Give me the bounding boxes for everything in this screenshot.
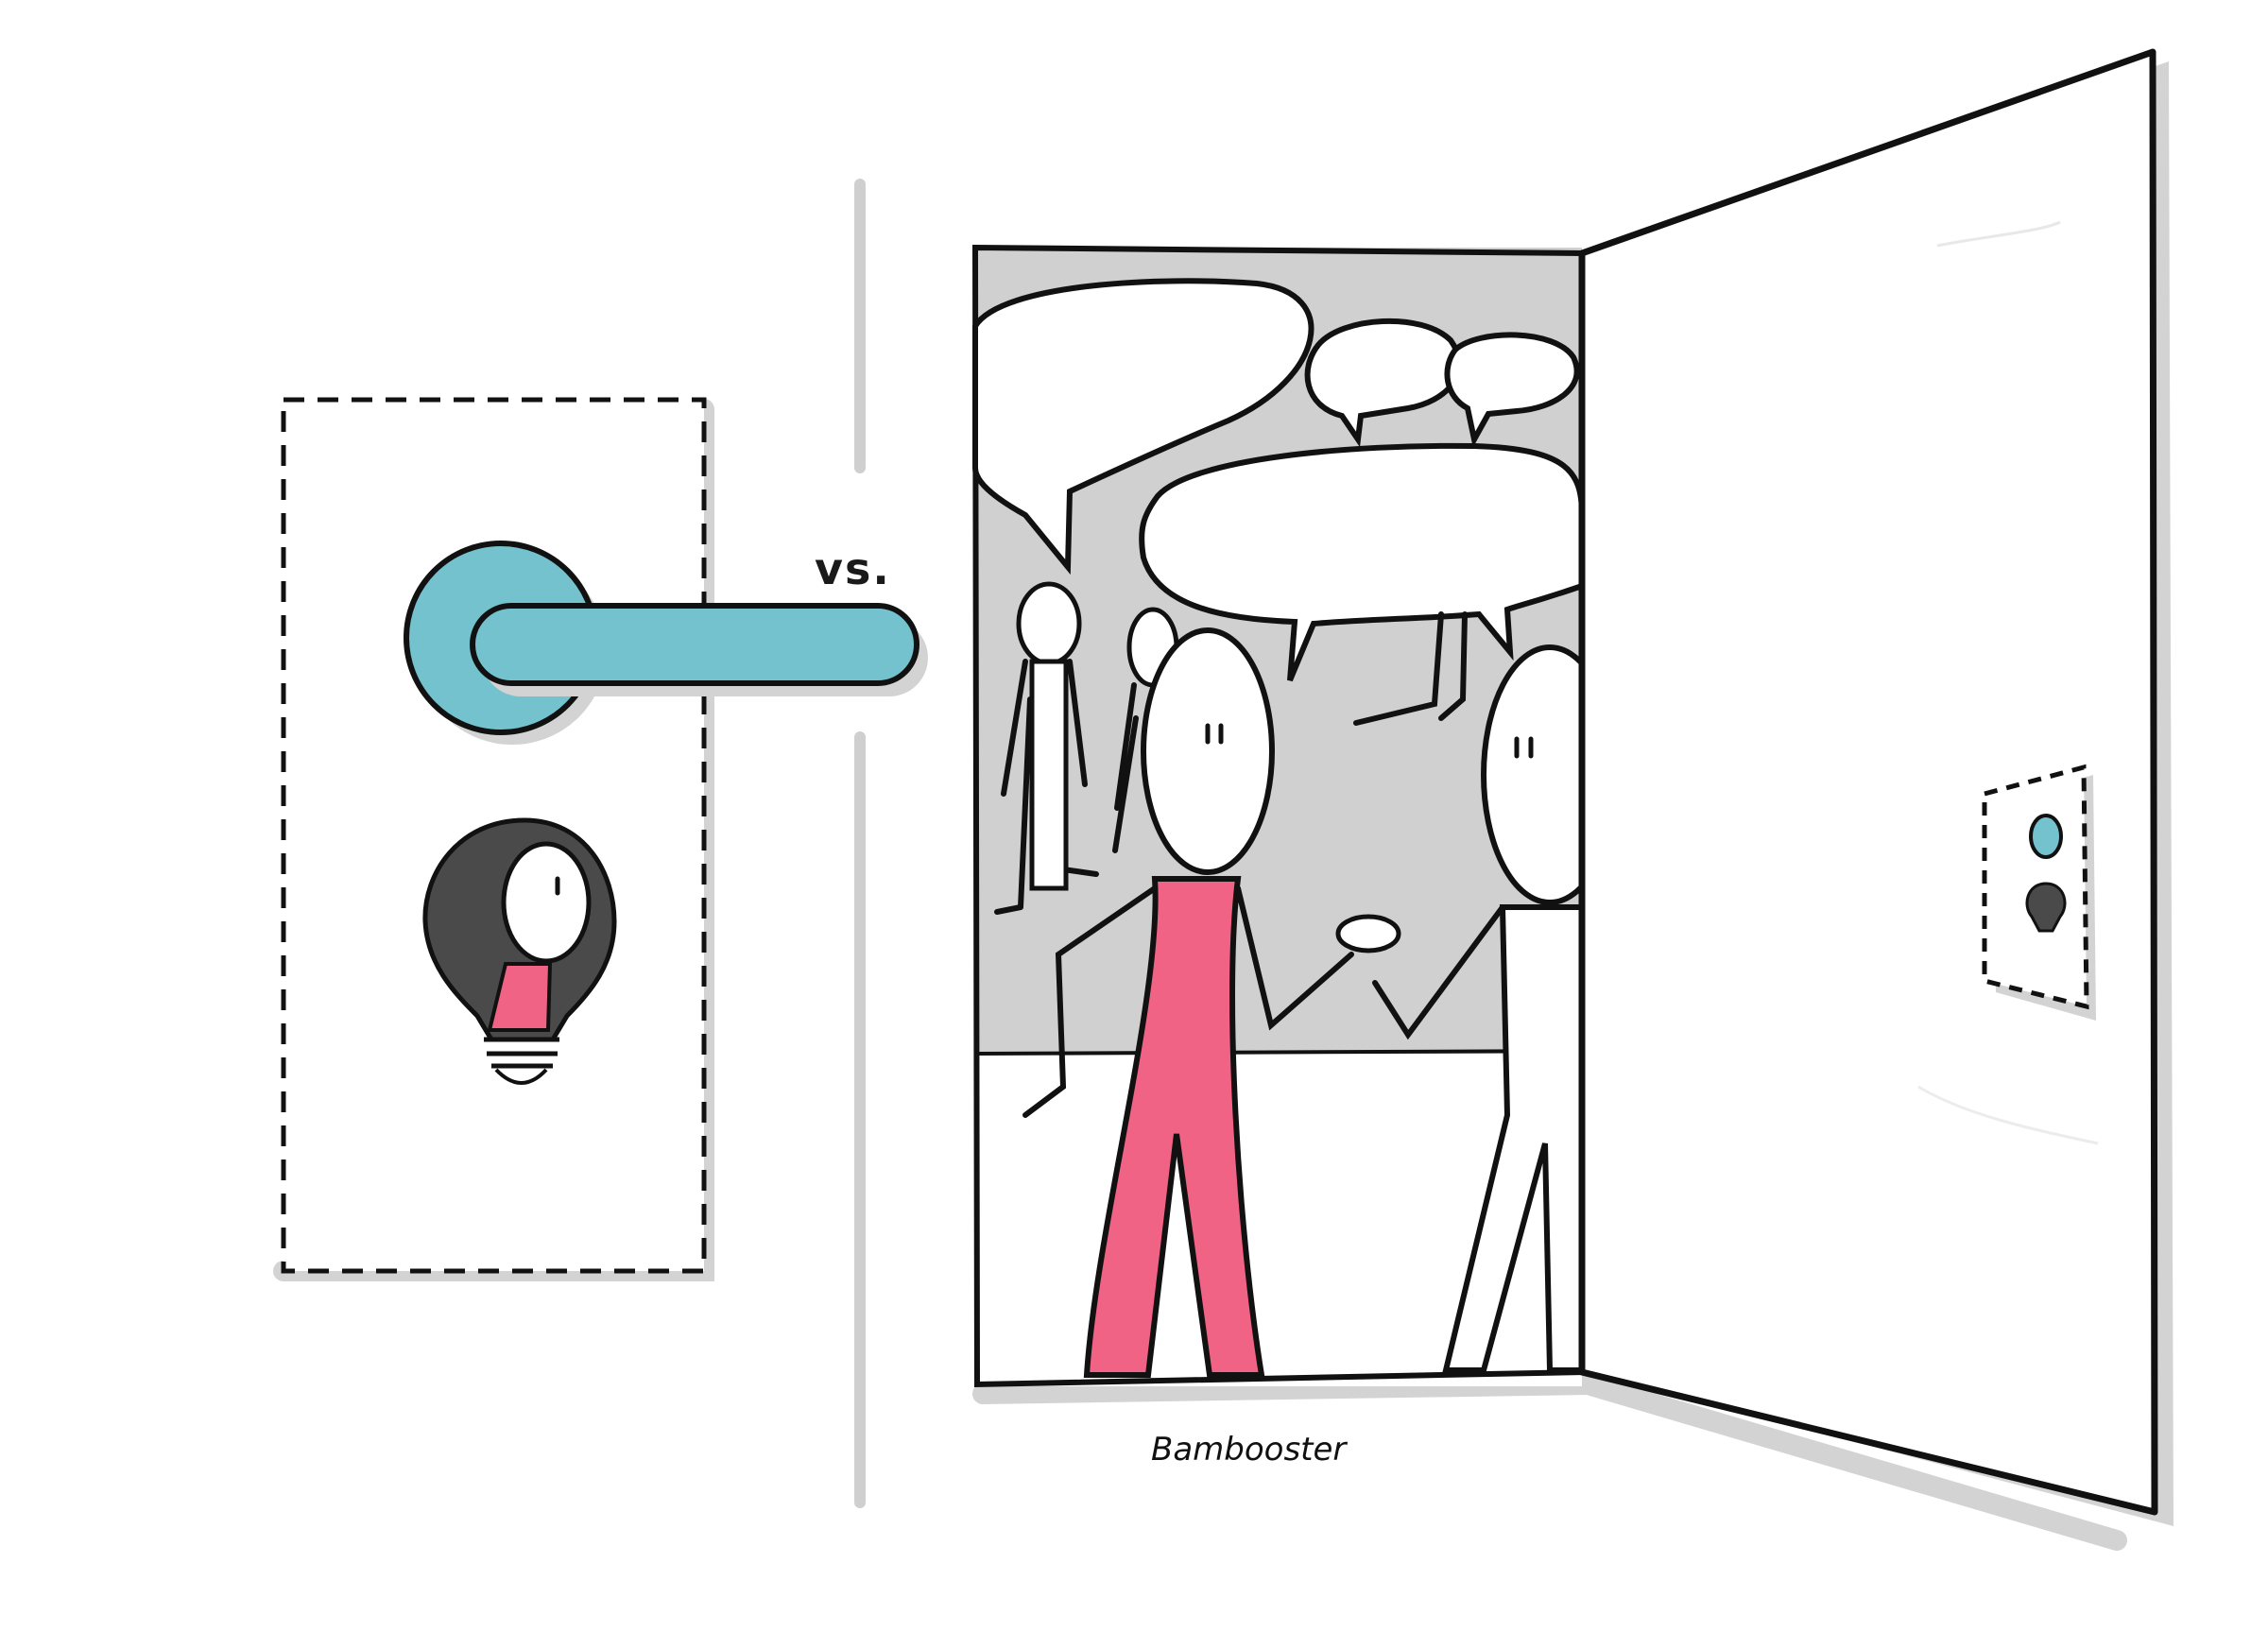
- pink-figure: [1022, 627, 1401, 1378]
- door-sign-icon: [1982, 764, 2096, 1021]
- open-door-icon: [1578, 48, 2174, 1526]
- open-door-leaf: [1578, 48, 2158, 1516]
- illustration-credit: Bambooster: [1151, 1431, 1348, 1469]
- door-handle-icon: [404, 541, 928, 745]
- comparison-label: vs.: [815, 543, 891, 594]
- keyhole-person-icon: [422, 817, 617, 1085]
- speech-bubble-icon: [972, 278, 1585, 682]
